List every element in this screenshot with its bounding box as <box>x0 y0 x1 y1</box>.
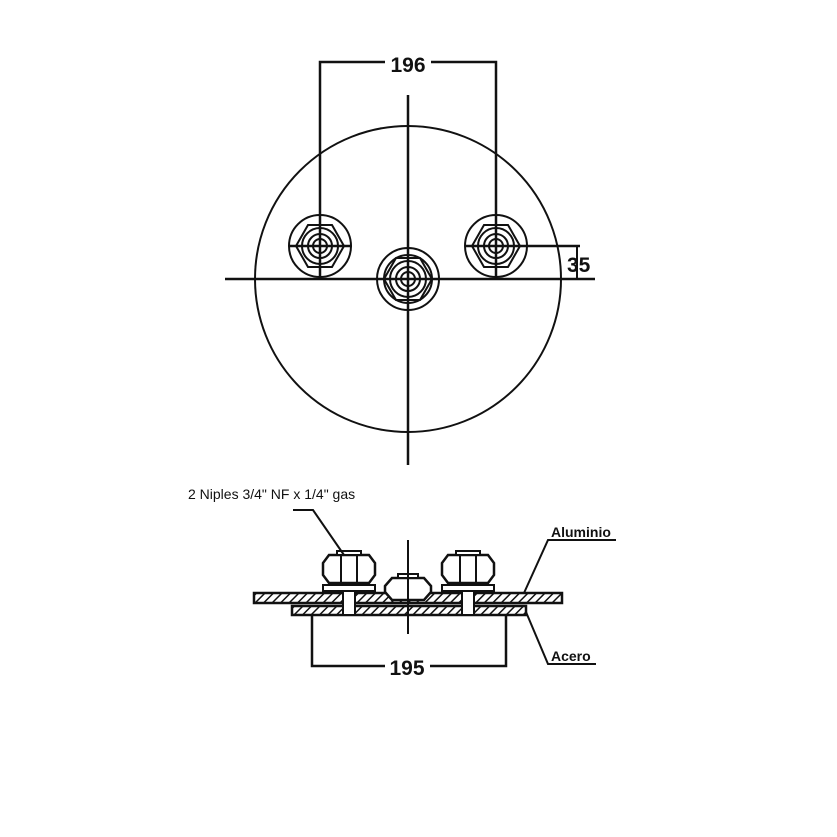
section-view: 2 Niples 3/4" NF x 1/4" gas Aluminio Ace… <box>188 486 616 680</box>
leader-acero: Acero <box>525 611 596 665</box>
dimension-196: 196 <box>318 54 498 279</box>
top-view: 196 35 <box>225 54 595 465</box>
dimension-35: 35 <box>567 246 591 279</box>
aluminio-label: Aluminio <box>551 524 611 540</box>
leader-fittings: 2 Niples 3/4" NF x 1/4" gas <box>188 486 355 556</box>
fitting-center <box>376 247 440 311</box>
dimension-195: 195 <box>310 615 508 680</box>
fittings-label: 2 Niples 3/4" NF x 1/4" gas <box>188 486 355 502</box>
dimension-196-label: 196 <box>390 54 425 77</box>
leader-aluminio: Aluminio <box>523 524 616 594</box>
acero-label: Acero <box>551 648 591 664</box>
dimension-35-label: 35 <box>567 254 591 277</box>
dimension-195-label: 195 <box>389 657 424 680</box>
